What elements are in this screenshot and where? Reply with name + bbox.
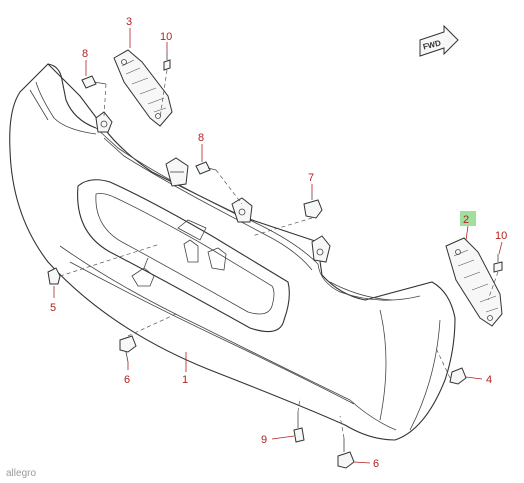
screw-10-right bbox=[493, 254, 503, 273]
direction-label: FWD bbox=[422, 38, 442, 51]
push-clip-6-left bbox=[119, 335, 137, 363]
callout-10-top[interactable]: 10 bbox=[160, 31, 172, 43]
bumper-cover bbox=[9, 63, 456, 441]
assembly-lines bbox=[59, 69, 499, 439]
callout-2-highlight bbox=[460, 211, 476, 226]
bolt-9 bbox=[293, 412, 305, 443]
callout-labels: 3 10 8 8 7 2 10 5 6 1 4 9 6 bbox=[50, 16, 507, 470]
callout-10-right[interactable]: 10 bbox=[495, 230, 507, 242]
callout-6-left[interactable]: 6 bbox=[124, 374, 130, 386]
watermark: allegro bbox=[6, 468, 36, 479]
bolt-8-left bbox=[81, 75, 107, 89]
leader-lines bbox=[53, 28, 503, 464]
callout-7[interactable]: 7 bbox=[308, 172, 314, 184]
callout-6-bottom[interactable]: 6 bbox=[373, 458, 379, 470]
screw-10-top bbox=[163, 52, 171, 71]
callout-8-left[interactable]: 8 bbox=[82, 48, 88, 60]
callout-9[interactable]: 9 bbox=[261, 434, 267, 446]
clip-4 bbox=[449, 367, 467, 385]
clip-5 bbox=[47, 267, 61, 285]
callout-3[interactable]: 3 bbox=[126, 16, 132, 28]
callout-4[interactable]: 4 bbox=[486, 374, 492, 386]
callout-1[interactable]: 1 bbox=[182, 374, 188, 386]
forward-arrow-icon: FWD bbox=[419, 24, 459, 57]
left-bumper-bracket bbox=[113, 49, 173, 127]
callout-2[interactable]: 2 bbox=[463, 214, 469, 226]
callout-5[interactable]: 5 bbox=[50, 302, 56, 314]
callout-8-centre[interactable]: 8 bbox=[198, 132, 204, 144]
clip-7 bbox=[303, 194, 323, 219]
bolt-8-centre bbox=[195, 161, 217, 175]
right-bumper-bracket bbox=[445, 237, 503, 327]
push-clip-6-bottom bbox=[337, 438, 355, 469]
